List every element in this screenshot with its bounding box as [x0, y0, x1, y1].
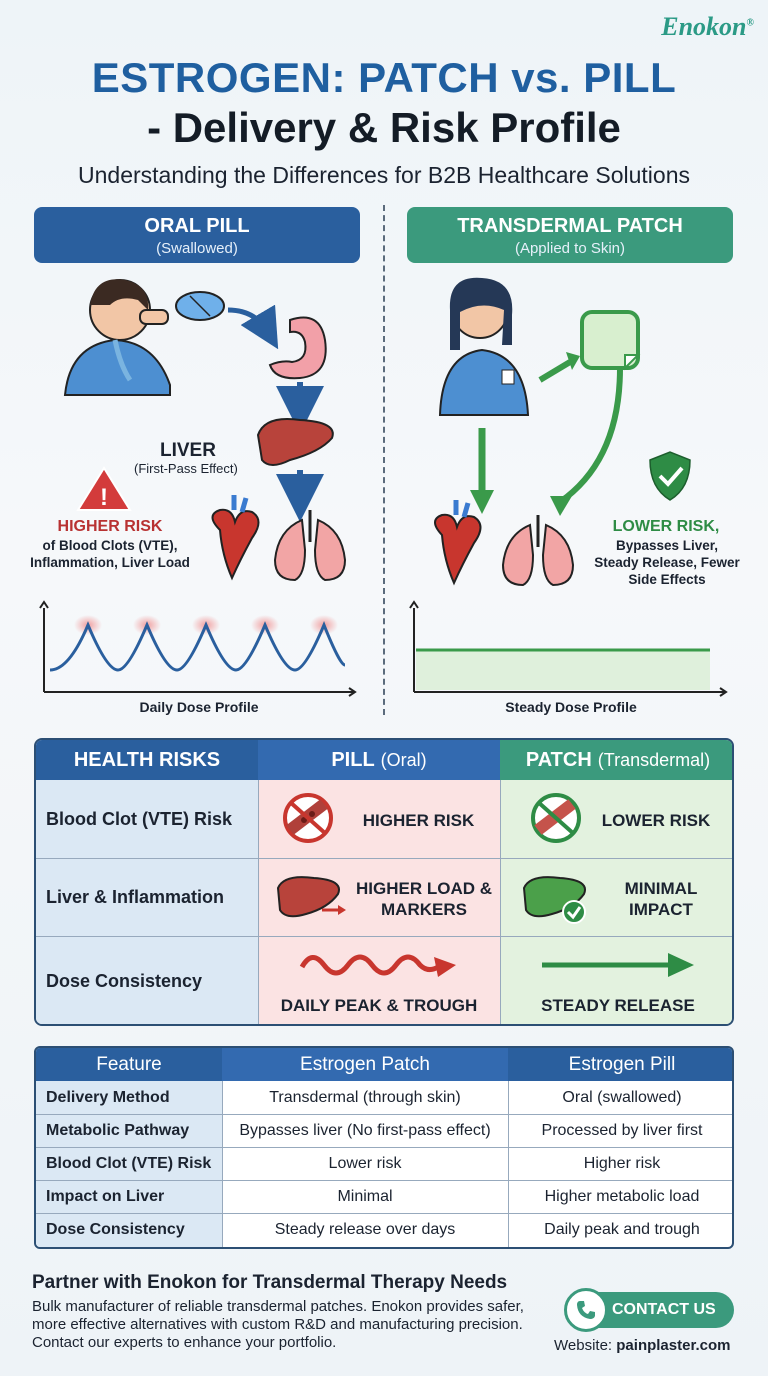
risk-row-label: Dose Consistency	[36, 936, 258, 1024]
patch-panel-header: TRANSDERMAL PATCH (Applied to Skin)	[407, 207, 733, 263]
phone-icon[interactable]	[564, 1288, 608, 1332]
lungs-icon	[501, 515, 575, 587]
feature-patch-value: Steady release over days	[274, 1221, 456, 1238]
feature-row-label: Metabolic Pathway	[36, 1114, 222, 1147]
pill-vte-value: HIGHER RISK	[362, 811, 475, 830]
stomach-icon	[268, 316, 327, 380]
brand-logo: Enokon®	[661, 12, 754, 41]
patch-panel-subtitle: (Applied to Skin)	[514, 240, 626, 257]
risk-table-header-pill: PILL(Oral)	[258, 740, 500, 780]
shield-check-icon	[649, 451, 691, 501]
person-patch-icon	[438, 277, 530, 416]
health-risks-table: HEALTH RISKS PILL(Oral) PATCH(Transderma…	[34, 738, 734, 1026]
risk-table-header-label: HEALTH RISKS	[36, 740, 258, 780]
blocked-vessel-icon	[283, 793, 333, 843]
delivery-illustrations: !	[39, 277, 728, 697]
patch-dose-value: STEADY RELEASE	[541, 996, 695, 1015]
patch-dose-label: Steady Dose Profile	[505, 699, 637, 715]
feature-patch-value: Lower risk	[328, 1154, 402, 1172]
feature-pill-value: Oral (swallowed)	[562, 1088, 682, 1106]
page-title-line2: - Delivery & Risk Profile	[147, 104, 621, 151]
feature-header: Estrogen Pill	[508, 1048, 732, 1081]
liver-note: (First-Pass Effect)	[134, 461, 238, 476]
feature-header: Estrogen Patch	[222, 1048, 508, 1081]
patch-panel-title: TRANSDERMAL PATCH	[457, 215, 683, 237]
patch-vte-value: LOWER RISK	[601, 811, 711, 830]
patch-icon	[580, 310, 641, 371]
feature-row-label: Blood Clot (VTE) Risk	[36, 1147, 222, 1180]
feature-patch-value: Bypasses liver (No first-pass effect)	[239, 1121, 491, 1139]
partner-title: Partner with Enokon for Transdermal Ther…	[32, 1272, 508, 1293]
pill-panel-title: ORAL PILL	[144, 215, 250, 237]
warning-icon: !	[76, 466, 132, 511]
liver-icon	[256, 418, 334, 466]
pill-icon	[175, 291, 225, 321]
heart-icon	[434, 500, 482, 586]
contact-us-label: CONTACT US	[612, 1301, 716, 1318]
pill-liver-value: HIGHER LOAD & MARKERS	[356, 879, 492, 919]
feature-pill-value: Higher risk	[583, 1154, 661, 1172]
feature-pill-value: Daily peak and trough	[544, 1221, 700, 1238]
website-link[interactable]: painplaster.com	[616, 1337, 731, 1354]
feature-patch-value: Minimal	[337, 1187, 393, 1205]
risk-row-label: Liver & Inflammation	[36, 858, 258, 936]
patch-risk-title: LOWER RISK,	[612, 518, 720, 535]
feature-table: Feature Estrogen Patch Estrogen Pill Del…	[34, 1046, 734, 1249]
heart-icon	[211, 495, 260, 581]
pill-panel-subtitle: (Swallowed)	[156, 240, 238, 257]
liver-icon	[276, 876, 346, 918]
feature-pill-value: Higher metabolic load	[544, 1187, 700, 1205]
page-subtitle: Understanding the Differences for B2B He…	[78, 162, 690, 188]
patch-risk-description: Bypasses Liver, Steady Release, Fewer Si…	[594, 538, 740, 587]
page-title-line1: ESTROGEN: PATCH vs. PILL	[91, 54, 677, 101]
pill-dose-label: Daily Dose Profile	[139, 699, 259, 715]
daily-dose-chart	[39, 600, 357, 697]
partner-description: Bulk manufacturer of reliable transderma…	[32, 1298, 524, 1351]
feature-header: Feature	[36, 1048, 222, 1081]
pill-risk-title: HIGHER RISK	[57, 518, 163, 535]
feature-pill-value: Processed by liver first	[541, 1121, 703, 1139]
liver-label: LIVER	[160, 440, 216, 461]
panel-divider	[383, 205, 385, 715]
straight-arrow-icon	[542, 953, 694, 977]
feature-row-label: Delivery Method	[36, 1081, 222, 1114]
person-pill-icon	[63, 279, 171, 396]
steady-dose-chart	[409, 600, 728, 697]
lungs-icon	[273, 510, 347, 582]
pill-panel-header: ORAL PILL (Swallowed)	[34, 207, 360, 263]
risk-row-label: Blood Clot (VTE) Risk	[36, 780, 258, 858]
pill-risk-description: of Blood Clots (VTE), Inflammation, Live…	[30, 538, 190, 570]
blocked-vessel-icon	[531, 793, 581, 843]
pill-dose-value: DAILY PEAK & TROUGH	[280, 996, 478, 1015]
feature-patch-value: Transdermal (through skin)	[269, 1088, 461, 1106]
feature-row-label: Impact on Liver	[36, 1180, 222, 1213]
website-line: Website: painplaster.com	[554, 1337, 731, 1354]
liver-check-icon	[522, 876, 586, 924]
risk-table-header-patch: PATCH(Transdermal)	[500, 740, 732, 780]
patch-liver-value: MINIMAL IMPACT	[624, 879, 698, 919]
feature-row-label: Dose Consistency	[36, 1213, 222, 1247]
svg-text:!: !	[100, 484, 108, 511]
wave-arrow-icon	[299, 954, 456, 977]
